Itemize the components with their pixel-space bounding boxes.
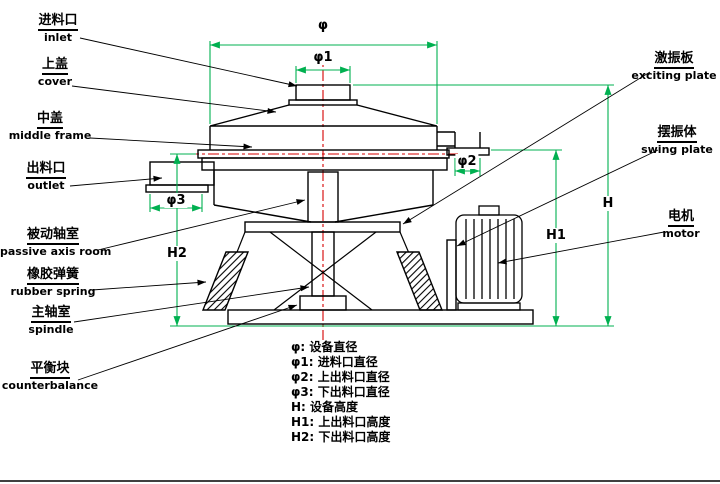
label-rubber-spring: 橡胶弹簧 rubber spring bbox=[6, 264, 100, 298]
label-cover-en: cover bbox=[37, 75, 73, 89]
legend-line-h: H: 设备高度 bbox=[291, 400, 359, 414]
leader-spindle bbox=[73, 285, 310, 323]
dim-phi1 bbox=[295, 66, 351, 83]
leader-exciting-plate bbox=[402, 71, 651, 225]
legend-line-phi1: φ1: 进料口直径 bbox=[291, 355, 378, 369]
dim-phi bbox=[209, 41, 438, 124]
swing-plate-bracket bbox=[446, 239, 457, 311]
legend-line-phi2: φ2: 上出料口直径 bbox=[291, 370, 390, 384]
dim-label-phi: φ bbox=[315, 18, 331, 33]
leader-inlet bbox=[79, 37, 298, 88]
label-passive-axis-room-en: passive axis room bbox=[0, 245, 112, 259]
leader-outlet bbox=[69, 175, 163, 187]
label-spindle-en: spindle bbox=[28, 323, 74, 337]
legend-line-h1: H1: 上出料口高度 bbox=[291, 415, 391, 429]
outlet-right bbox=[437, 131, 490, 156]
label-middle-frame-en: middle frame bbox=[8, 129, 92, 143]
base-plate bbox=[227, 309, 534, 325]
leader-swing-plate bbox=[456, 149, 659, 247]
label-rubber-spring-zh: 橡胶弹簧 bbox=[26, 267, 79, 286]
leader-passive-axis-room bbox=[97, 199, 306, 251]
dimension-legend: φ: 设备直径 φ1: 进料口直径 φ2: 上出料口直径 φ3: 下出料口直径 … bbox=[291, 340, 390, 445]
leader-rubber-spring bbox=[91, 279, 207, 291]
rubber-spring-right bbox=[395, 251, 444, 311]
leader-cover bbox=[71, 85, 277, 114]
label-middle-frame: 中盖 middle frame bbox=[4, 108, 96, 142]
label-exciting-plate: 激振板 exciting plate bbox=[630, 48, 718, 82]
label-inlet-zh: 进料口 bbox=[38, 13, 78, 32]
label-passive-axis-room: 被动轴室 passive axis room bbox=[0, 224, 112, 259]
label-inlet-en: inlet bbox=[43, 31, 73, 45]
label-inlet: 进料口 inlet bbox=[20, 10, 96, 44]
dim-label-h2: H2 bbox=[165, 246, 189, 261]
dim-label-h: H bbox=[600, 196, 616, 211]
label-motor-en: motor bbox=[662, 227, 700, 241]
label-motor: 电机 motor bbox=[648, 206, 714, 240]
label-swing-plate-en: swing plate bbox=[641, 143, 713, 157]
label-motor-zh: 电机 bbox=[667, 209, 694, 228]
legend-line-phi3: φ3: 下出料口直径 bbox=[291, 385, 390, 399]
label-counterbalance-en: counterbalance bbox=[1, 379, 99, 393]
label-passive-axis-room-zh: 被动轴室 bbox=[26, 227, 79, 246]
label-counterbalance: 平衡块 counterbalance bbox=[0, 358, 100, 392]
dim-label-h1: H1 bbox=[544, 228, 568, 243]
dim-h2 bbox=[170, 153, 196, 326]
label-outlet: 出料口 outlet bbox=[10, 158, 82, 192]
dim-phi2 bbox=[454, 158, 481, 176]
legend-line-h2: H2: 下出料口高度 bbox=[291, 430, 391, 444]
inlet-pipe bbox=[288, 84, 358, 106]
outlet-left bbox=[145, 161, 215, 193]
leader-lines bbox=[69, 37, 665, 381]
label-outlet-en: outlet bbox=[27, 179, 65, 193]
label-cover-zh: 上盖 bbox=[41, 57, 68, 76]
label-cover: 上盖 cover bbox=[18, 54, 92, 88]
label-spindle-zh: 主轴室 bbox=[31, 305, 71, 324]
label-swing-plate: 摆振体 swing plate bbox=[636, 122, 718, 156]
label-spindle: 主轴室 spindle bbox=[14, 302, 88, 336]
label-middle-frame-zh: 中盖 bbox=[36, 111, 63, 130]
dim-label-phi3: φ3 bbox=[164, 193, 188, 208]
label-outlet-zh: 出料口 bbox=[26, 161, 66, 180]
label-counterbalance-zh: 平衡块 bbox=[30, 361, 70, 380]
label-swing-plate-zh: 摆振体 bbox=[657, 125, 697, 144]
leader-middle-frame bbox=[89, 137, 253, 150]
centerlines bbox=[188, 50, 458, 340]
dim-label-phi1: φ1 bbox=[311, 50, 335, 65]
label-exciting-plate-zh: 激振板 bbox=[654, 51, 694, 70]
label-rubber-spring-en: rubber spring bbox=[10, 285, 96, 299]
legend-line-phi: φ: 设备直径 bbox=[291, 340, 358, 354]
rubber-spring-left bbox=[201, 251, 250, 311]
dim-label-phi2: φ2 bbox=[455, 154, 479, 169]
motor-body bbox=[455, 205, 523, 311]
label-exciting-plate-en: exciting plate bbox=[631, 69, 717, 83]
machine-outline bbox=[145, 84, 534, 325]
leader-counterbalance bbox=[77, 304, 298, 381]
leader-motor bbox=[497, 231, 665, 265]
